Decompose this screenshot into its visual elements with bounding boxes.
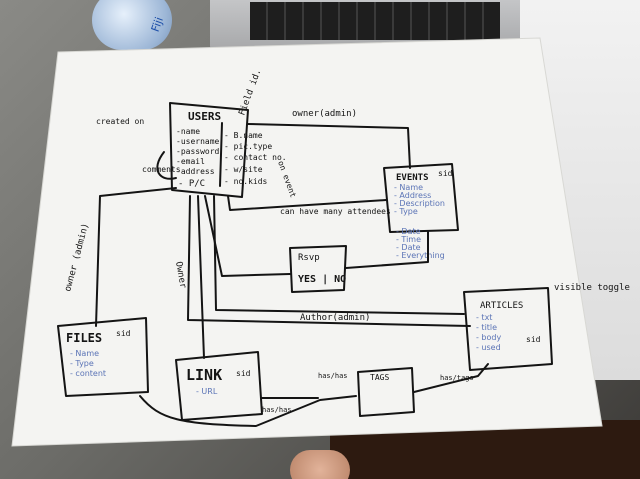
laptop-keyboard	[250, 2, 500, 40]
articles-entity: ARTICLES sid - txt - title - body - used	[463, 287, 553, 371]
events-note: sid	[438, 169, 453, 178]
tags-title: TAGS	[370, 373, 389, 382]
users-field: -password	[176, 147, 220, 156]
rsvp-title: Rsvp	[298, 253, 320, 263]
articles-field: - title	[476, 323, 497, 332]
events-title: EVENTS	[396, 173, 429, 183]
paper-sheet	[11, 37, 603, 447]
files-field: - content	[70, 369, 106, 378]
label-owner: Owner	[173, 261, 188, 290]
water-bottle	[92, 0, 172, 50]
events-field: - Name	[394, 183, 423, 192]
label-has-tags-3: has/tags	[440, 374, 474, 382]
articles-title: ARTICLES	[480, 301, 523, 311]
users-field: - pic.type	[224, 142, 272, 151]
events-field: - Date	[396, 227, 421, 236]
label-author-admin: Author(admin)	[300, 313, 370, 323]
files-entity: FILES sid - Name - Type - content	[57, 317, 149, 397]
articles-field: - used	[476, 343, 501, 352]
files-field: - Name	[70, 349, 99, 358]
files-field: - Type	[70, 359, 94, 368]
events-field: - Time	[396, 235, 421, 244]
rsvp-choices: YES | NO	[298, 274, 346, 285]
events-field: - Address	[394, 191, 431, 200]
link-entity: LINK sid - URL	[175, 351, 263, 421]
articles-field: - txt	[476, 313, 492, 322]
articles-note: sid	[526, 335, 541, 344]
users-field: - w/site	[224, 165, 263, 174]
link-field: - URL	[196, 387, 218, 396]
users-field: -username	[176, 137, 220, 146]
users-field: - no.kids	[224, 177, 268, 186]
users-field: - P/C	[178, 179, 205, 189]
users-title: USERS	[188, 110, 221, 123]
events-field: - Type	[394, 207, 418, 216]
relationship-lines	[95, 123, 489, 427]
articles-field: - body	[476, 333, 501, 342]
label-comments: comments	[142, 165, 181, 174]
tags-entity: TAGS	[357, 367, 415, 417]
files-note: sid	[116, 329, 131, 338]
label-can-have-many: can have many attendees	[280, 207, 391, 216]
label-has-tags-1: has/has	[318, 372, 348, 380]
events-field: - Everything	[396, 251, 445, 260]
events-field: - Date	[396, 243, 421, 252]
label-created-on: created on	[96, 117, 144, 126]
users-field: - B.name	[224, 131, 263, 140]
events-entity: EVENTS sid - Name - Address - Descriptio…	[383, 163, 459, 260]
label-has-tags-2: has/has	[262, 406, 292, 414]
rsvp-entity: Rsvp YES | NO	[289, 245, 347, 293]
users-field: -address	[176, 167, 215, 176]
label-owner-admin-top: owner(admin)	[292, 109, 357, 119]
link-note: sid	[236, 369, 251, 378]
users-field: -email	[176, 157, 205, 166]
link-title: LINK	[186, 366, 222, 384]
hand	[290, 450, 350, 479]
files-title: FILES	[66, 331, 102, 345]
users-field: - contact no.	[224, 153, 287, 162]
events-field: - Description	[394, 199, 445, 208]
label-visible-toggle: visible toggle	[554, 283, 630, 293]
users-field: -name	[176, 127, 200, 136]
